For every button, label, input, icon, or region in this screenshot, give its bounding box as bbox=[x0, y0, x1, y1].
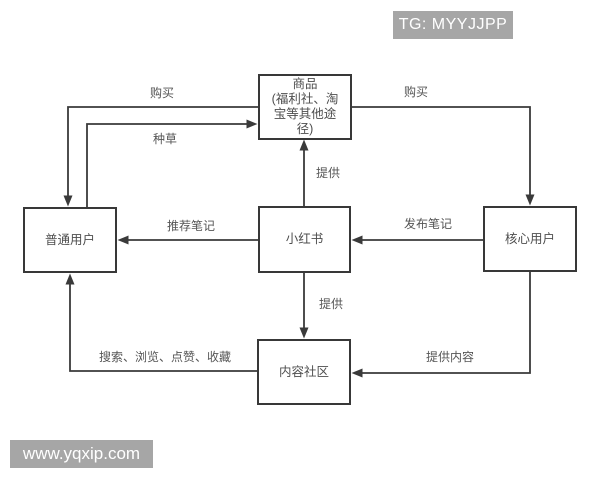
edge-label-provide-bottom: 提供 bbox=[318, 297, 344, 311]
node-xiaohongshu: 小红书 bbox=[258, 206, 351, 273]
edge-label-publish-notes: 发布笔记 bbox=[403, 217, 453, 231]
edge-label-recommend-notes: 推荐笔记 bbox=[166, 219, 216, 233]
edge-label-provide-content: 提供内容 bbox=[425, 350, 475, 364]
connector-ordinary-to-product-seed bbox=[86, 119, 258, 207]
node-content-community: 内容社区 bbox=[257, 339, 351, 405]
edge-label-provide-top: 提供 bbox=[315, 166, 341, 180]
connector-core-to-community-content bbox=[351, 272, 531, 378]
node-core-user: 核心用户 bbox=[483, 206, 577, 272]
connector-product-to-core-buy bbox=[352, 106, 535, 206]
connector-community-to-ordinary-search bbox=[65, 273, 257, 372]
node-product: 商品 (福利社、淘 宝等其他途 径) bbox=[258, 74, 352, 140]
node-ordinary-user: 普通用户 bbox=[23, 207, 117, 273]
connector-product-to-ordinary-buy bbox=[63, 106, 258, 207]
edge-label-search-browse-like-favorite: 搜索、浏览、点赞、收藏 bbox=[98, 350, 232, 364]
edge-label-seed-grass: 种草 bbox=[152, 132, 178, 146]
telegram-watermark-badge: TG: MYYJJPP bbox=[393, 11, 513, 39]
edge-label-buy-right: 购买 bbox=[403, 85, 429, 99]
edge-label-buy-left: 购买 bbox=[149, 86, 175, 100]
site-watermark: www.yqxip.com bbox=[10, 440, 153, 468]
